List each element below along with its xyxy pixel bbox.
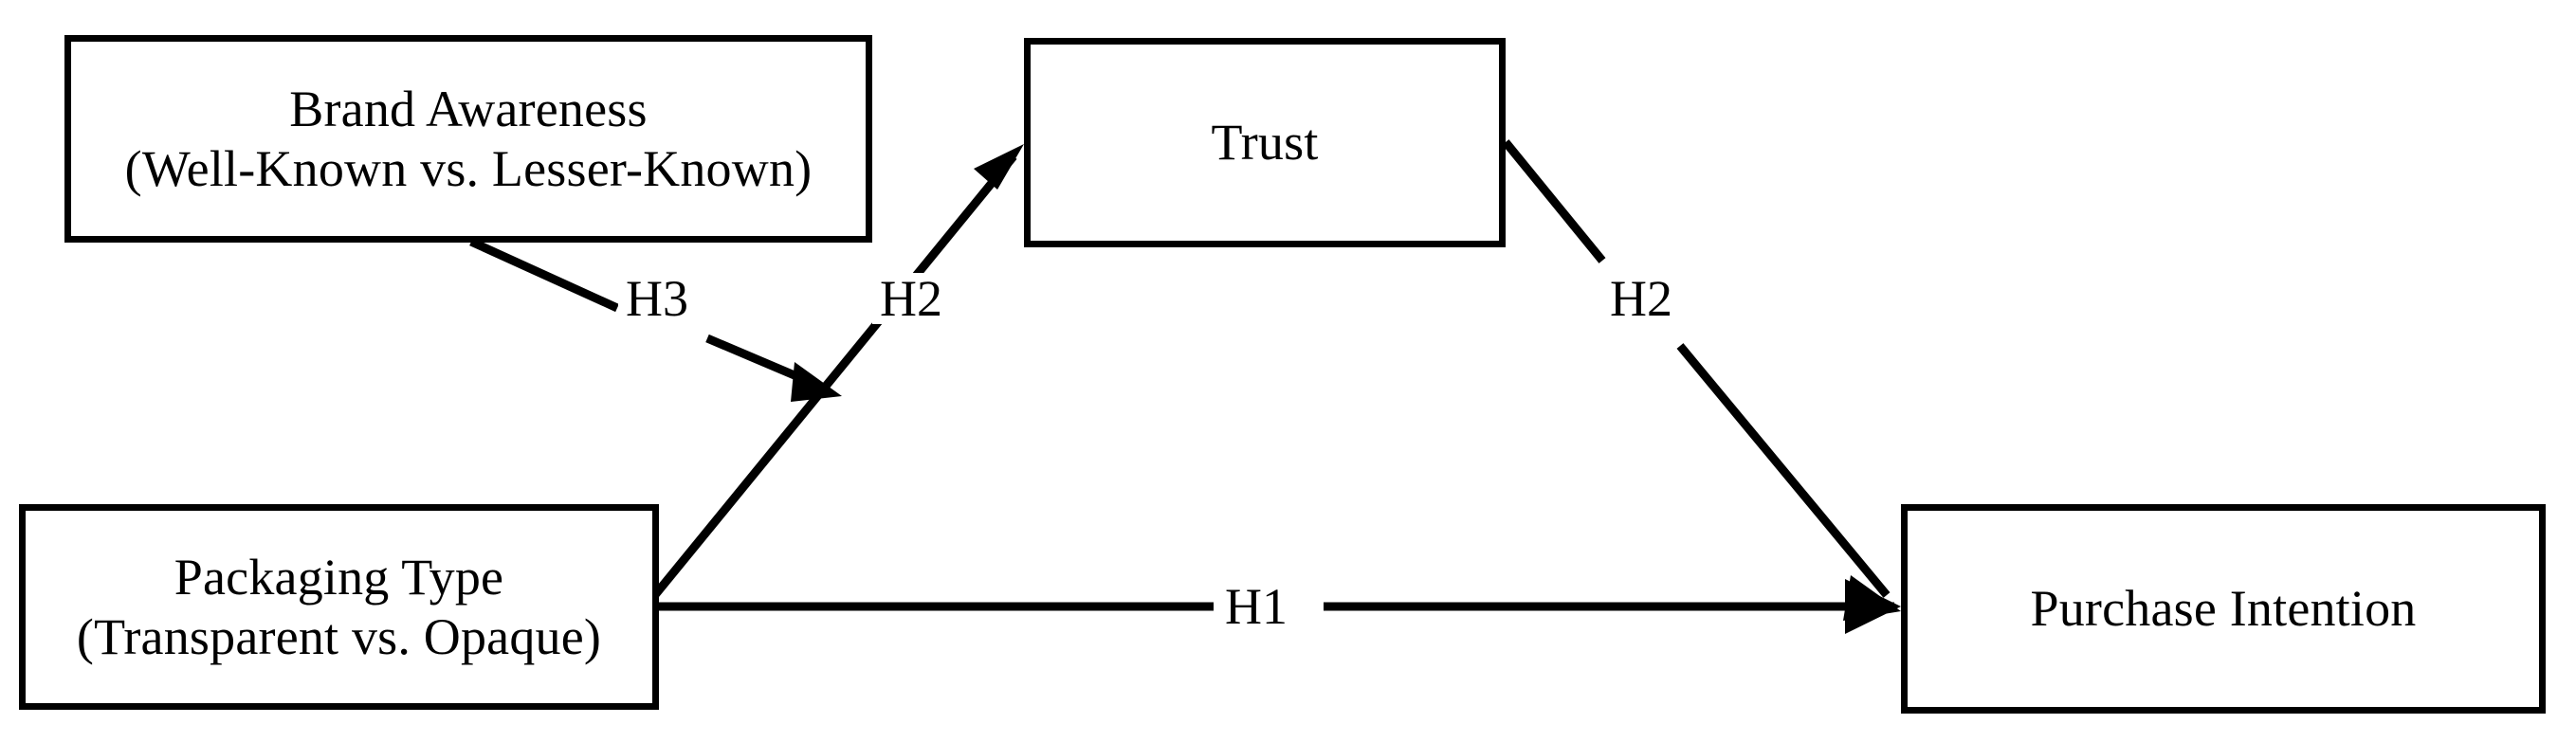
node-purchase-intention-line-1: Purchase Intention [2030, 580, 2417, 638]
edge-h3-brand-awareness-moderation [469, 237, 842, 402]
edge-label-h3: H3 [618, 273, 696, 324]
node-purchase-intention[interactable]: Purchase Intention [1901, 504, 2546, 714]
node-trust[interactable]: Trust [1024, 38, 1506, 247]
edge-label-h1: H1 [1217, 581, 1295, 632]
node-brand-awareness-line-2: (Well-Known vs. Lesser-Known) [124, 139, 813, 197]
node-brand-awareness[interactable]: Brand Awareness (Well-Known vs. Lesser-K… [64, 35, 872, 243]
node-packaging-type-line-1: Packaging Type [174, 548, 504, 606]
node-trust-line-1: Trust [1211, 114, 1319, 172]
edge-h2-trust-to-purchase-intention [1502, 139, 1901, 621]
node-packaging-type-line-2: (Transparent vs. Opaque) [76, 607, 602, 665]
edge-h2-packaging-to-trust [642, 144, 1024, 609]
node-brand-awareness-line-1: Brand Awareness [289, 80, 648, 137]
edge-label-h2-trust-to-purchase-intention: H2 [1602, 273, 1680, 324]
edge-h1-packaging-to-purchase-intention [646, 579, 1901, 634]
edge-label-h2-packaging-to-trust: H2 [872, 273, 950, 324]
node-packaging-type[interactable]: Packaging Type (Transparent vs. Opaque) [19, 504, 659, 710]
